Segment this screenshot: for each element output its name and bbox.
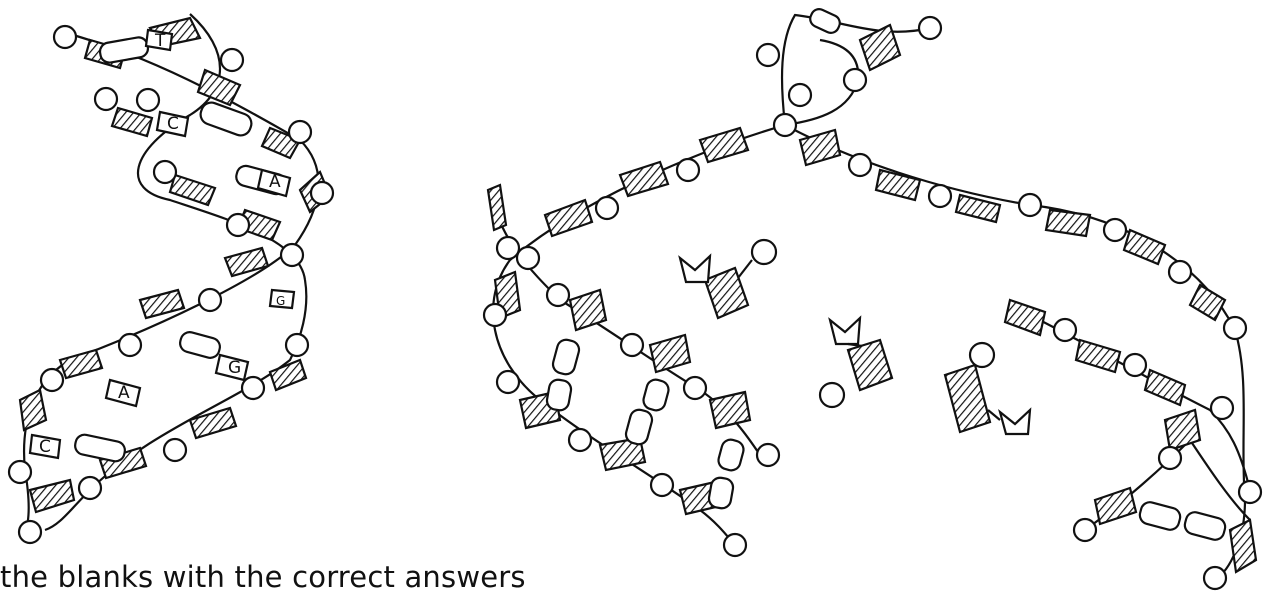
helix-base-label-3: A (269, 172, 281, 192)
replication-sugar-segments (488, 25, 1256, 572)
worksheet-instruction: the blanks with the correct answers (0, 560, 526, 594)
replicating-dna (484, 7, 1261, 589)
helix-base-label-5: G (228, 358, 241, 378)
helix-phosphates (9, 26, 333, 543)
helix-sugar-segments (20, 18, 330, 512)
helix-base-label-7: C (39, 437, 51, 457)
helix-base-label-6: A (118, 383, 130, 403)
helix-base-label-4: G (276, 294, 285, 308)
double-helix: T C A G G A C (9, 14, 333, 543)
helix-base-label-2: C (167, 114, 179, 134)
helix-base-label-1: T (154, 31, 166, 51)
replication-base-rungs (546, 7, 1228, 542)
